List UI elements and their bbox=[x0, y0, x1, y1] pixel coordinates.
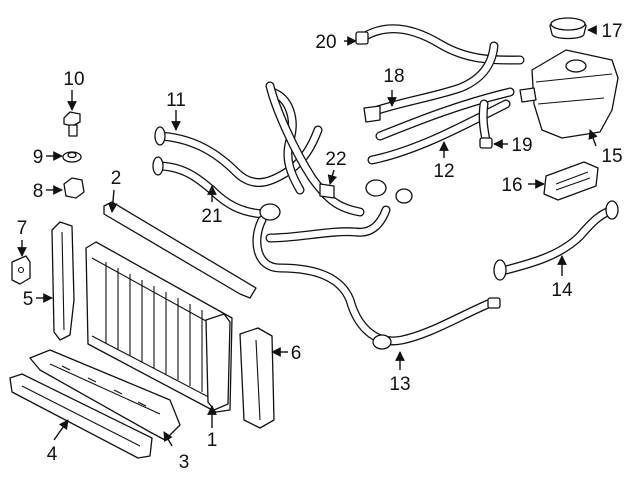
callout-5: 5 bbox=[23, 289, 34, 310]
part-10-bolt bbox=[63, 111, 81, 137]
part-2-upper-seal bbox=[103, 201, 257, 299]
callout-11: 11 bbox=[166, 90, 186, 111]
callout-22: 22 bbox=[325, 149, 346, 170]
callout-18: 18 bbox=[383, 66, 404, 87]
callout-10: 10 bbox=[63, 69, 84, 90]
callout-9: 9 bbox=[33, 147, 44, 168]
callout-15: 15 bbox=[601, 146, 622, 167]
callout-16: 16 bbox=[501, 175, 522, 196]
part-7-bracket bbox=[11, 255, 31, 285]
callout-2: 2 bbox=[111, 168, 122, 189]
callout-20: 20 bbox=[315, 32, 336, 53]
callout-6: 6 bbox=[291, 343, 302, 364]
callout-4: 4 bbox=[47, 444, 58, 465]
part-16-tank-bracket bbox=[543, 161, 599, 201]
callout-3: 3 bbox=[179, 452, 190, 473]
callout-14: 14 bbox=[551, 280, 573, 301]
part-15-expansion-tank bbox=[519, 49, 619, 139]
callout-19: 19 bbox=[511, 135, 532, 156]
callout-8: 8 bbox=[33, 181, 44, 202]
part-4-lower-deflector bbox=[9, 373, 153, 459]
callout-13: 13 bbox=[389, 374, 410, 395]
hose-connectors bbox=[152, 31, 619, 350]
callout-1: 1 bbox=[207, 430, 218, 451]
callout-12: 12 bbox=[433, 161, 454, 182]
callout-17: 17 bbox=[601, 21, 622, 42]
callout-21: 21 bbox=[201, 206, 222, 227]
part-9-grommet bbox=[62, 151, 82, 163]
callout-7: 7 bbox=[17, 218, 28, 239]
hose-network bbox=[153, 24, 619, 346]
part-8-clip bbox=[63, 177, 85, 199]
part-6-right-seal bbox=[239, 327, 275, 429]
part-1-radiator bbox=[85, 241, 233, 413]
part-17-tank-cap bbox=[549, 17, 587, 40]
part-5-left-seal bbox=[51, 221, 75, 341]
callout-labels: 1 2 3 4 5 6 7 8 9 10 11 12 13 14 15 16 1… bbox=[17, 21, 623, 473]
leader-lines bbox=[17, 25, 598, 447]
